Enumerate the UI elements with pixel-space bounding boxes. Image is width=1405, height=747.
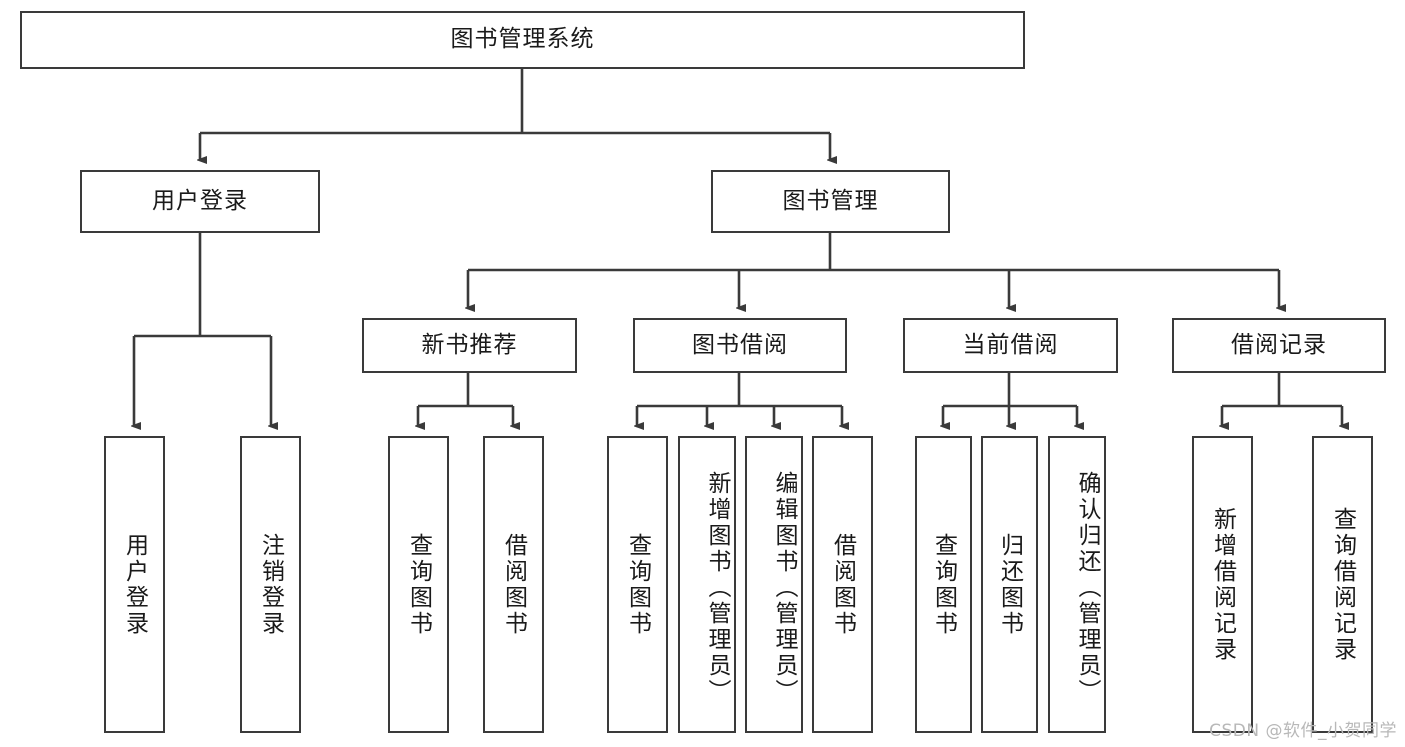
node-current-borrow[interactable]: 当前借阅 xyxy=(903,318,1118,373)
leaf-query-book-1[interactable]: 查询图书 xyxy=(388,436,449,733)
node-root[interactable]: 图书管理系统 xyxy=(20,11,1025,69)
leaf-add-book[interactable]: 新增图书（管理员） xyxy=(678,436,736,733)
leaf-user-logout[interactable]: 注销登录 xyxy=(240,436,301,733)
node-new-book-recommend[interactable]: 新书推荐 xyxy=(362,318,577,373)
leaf-query-book-2[interactable]: 查询图书 xyxy=(607,436,668,733)
leaf-return-book[interactable]: 归还图书 xyxy=(981,436,1038,733)
node-user-login[interactable]: 用户登录 xyxy=(80,170,320,233)
csdn-watermark: CSDN @软件_小贺同学 xyxy=(1209,721,1397,741)
leaf-query-book-3[interactable]: 查询图书 xyxy=(915,436,972,733)
leaf-edit-book[interactable]: 编辑图书（管理员） xyxy=(745,436,803,733)
leaf-add-record[interactable]: 新增借阅记录 xyxy=(1192,436,1253,733)
node-book-borrow[interactable]: 图书借阅 xyxy=(633,318,847,373)
leaf-query-record[interactable]: 查询借阅记录 xyxy=(1312,436,1373,733)
node-borrow-record[interactable]: 借阅记录 xyxy=(1172,318,1386,373)
leaf-borrow-book-2[interactable]: 借阅图书 xyxy=(812,436,873,733)
node-book-manage[interactable]: 图书管理 xyxy=(711,170,950,233)
leaf-borrow-book-1[interactable]: 借阅图书 xyxy=(483,436,544,733)
leaf-user-login[interactable]: 用户登录 xyxy=(104,436,165,733)
leaf-confirm-return[interactable]: 确认归还（管理员） xyxy=(1048,436,1106,733)
